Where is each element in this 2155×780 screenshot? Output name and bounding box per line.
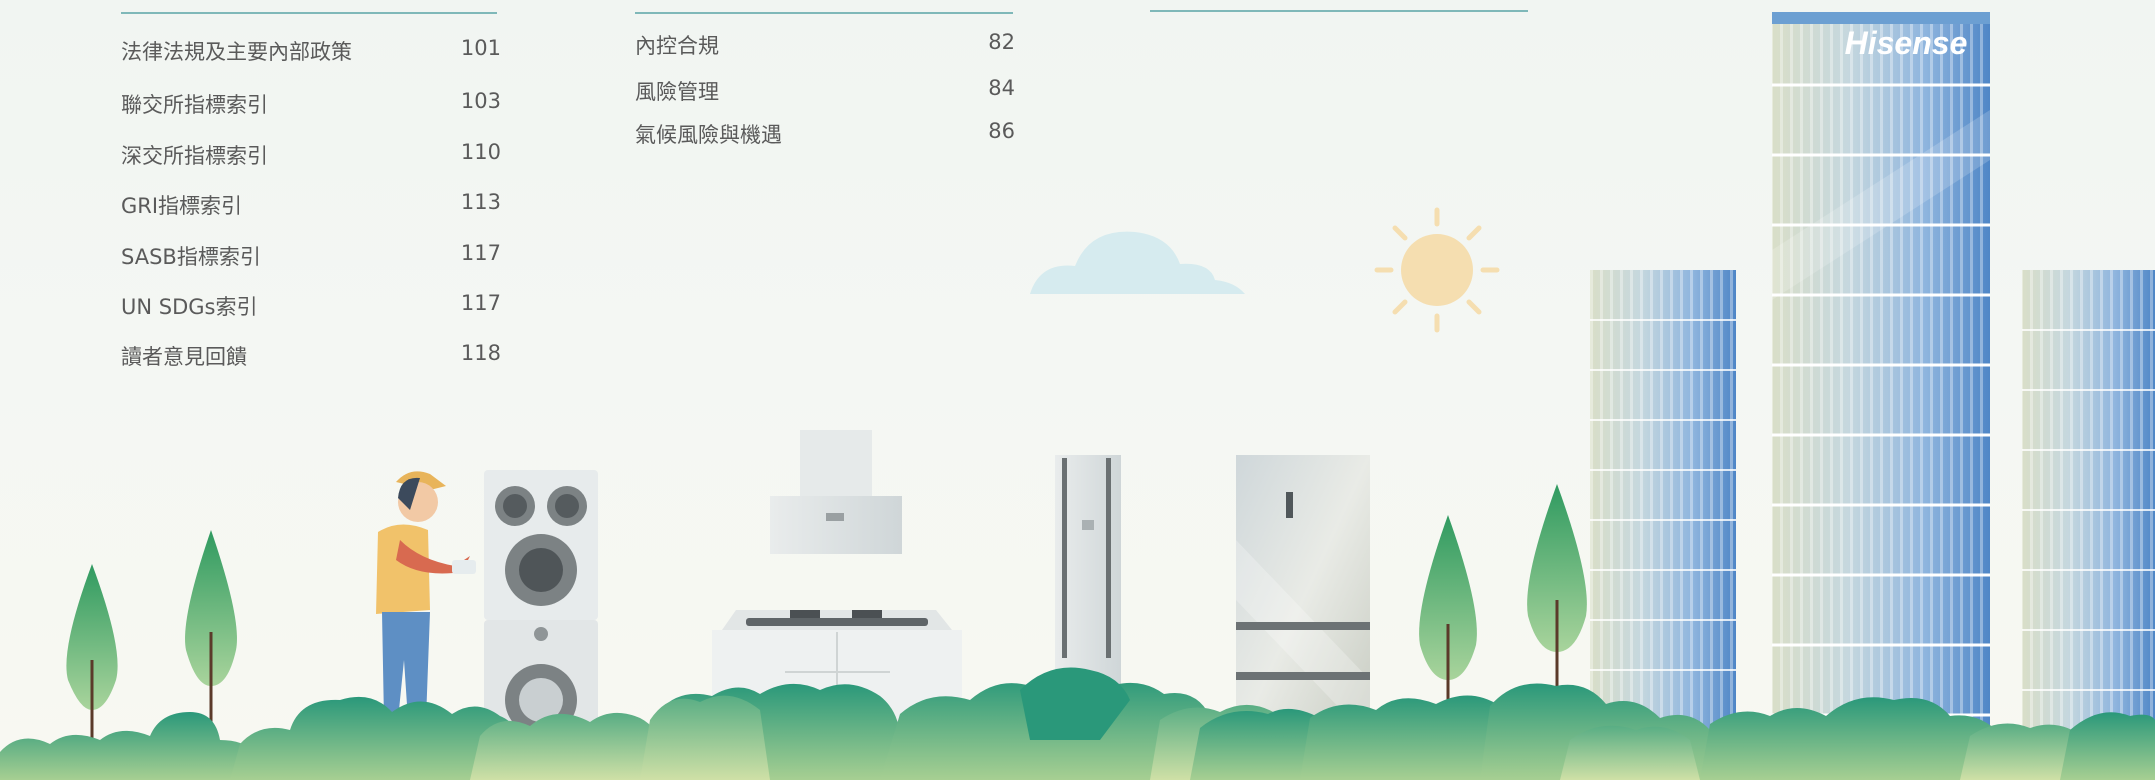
toc-divider — [635, 12, 1013, 14]
cloud — [1030, 231, 1245, 294]
office-tower-left — [1590, 270, 1736, 750]
toc-divider — [121, 12, 497, 14]
toc-item-page: 113 — [460, 190, 501, 214]
hisense-logo: Hisense — [1845, 25, 1968, 61]
toc-item-title: GRI指標索引 — [121, 194, 243, 218]
toc-item-title: 法律法規及主要內部政策 — [121, 40, 352, 64]
toc-item-page: 118 — [460, 341, 501, 365]
technician-figure — [376, 471, 476, 720]
sun-icon — [1374, 207, 1500, 333]
washer-dryer — [484, 470, 598, 740]
hisense-tower — [1772, 12, 1990, 750]
toc-item-page: 82 — [988, 30, 1015, 54]
bushes-foreground — [0, 667, 2155, 780]
toc-item-page: 117 — [460, 241, 501, 265]
toc-item-title: SASB指標索引 — [121, 245, 261, 269]
french-door-refrigerator — [1236, 455, 1370, 745]
toc-item-title: UN SDGs索引 — [121, 295, 258, 319]
office-tower-right — [2022, 270, 2155, 750]
toc-item-title: 深交所指標索引 — [121, 144, 268, 168]
tree — [66, 564, 118, 745]
toc-item-title: 氣候風險與機遇 — [635, 123, 782, 147]
toc-divider — [1150, 10, 1528, 12]
toc-item-title: 聯交所指標索引 — [121, 93, 268, 117]
range-hood — [770, 430, 902, 554]
toc-item-page: 103 — [460, 89, 501, 113]
toc-item-title: 內控合規 — [635, 34, 719, 58]
toc-item-page: 86 — [988, 119, 1015, 143]
toc-item-page: 84 — [988, 76, 1015, 100]
toc-item-page: 117 — [460, 291, 501, 315]
tree — [1419, 515, 1477, 720]
toc-item-page: 101 — [460, 36, 501, 60]
tree — [1527, 484, 1587, 700]
tree — [185, 530, 237, 735]
toc-item-title: 讀者意見回饋 — [121, 345, 247, 369]
toc-item-page: 110 — [460, 140, 501, 164]
toc-item-title: 風險管理 — [635, 80, 719, 104]
